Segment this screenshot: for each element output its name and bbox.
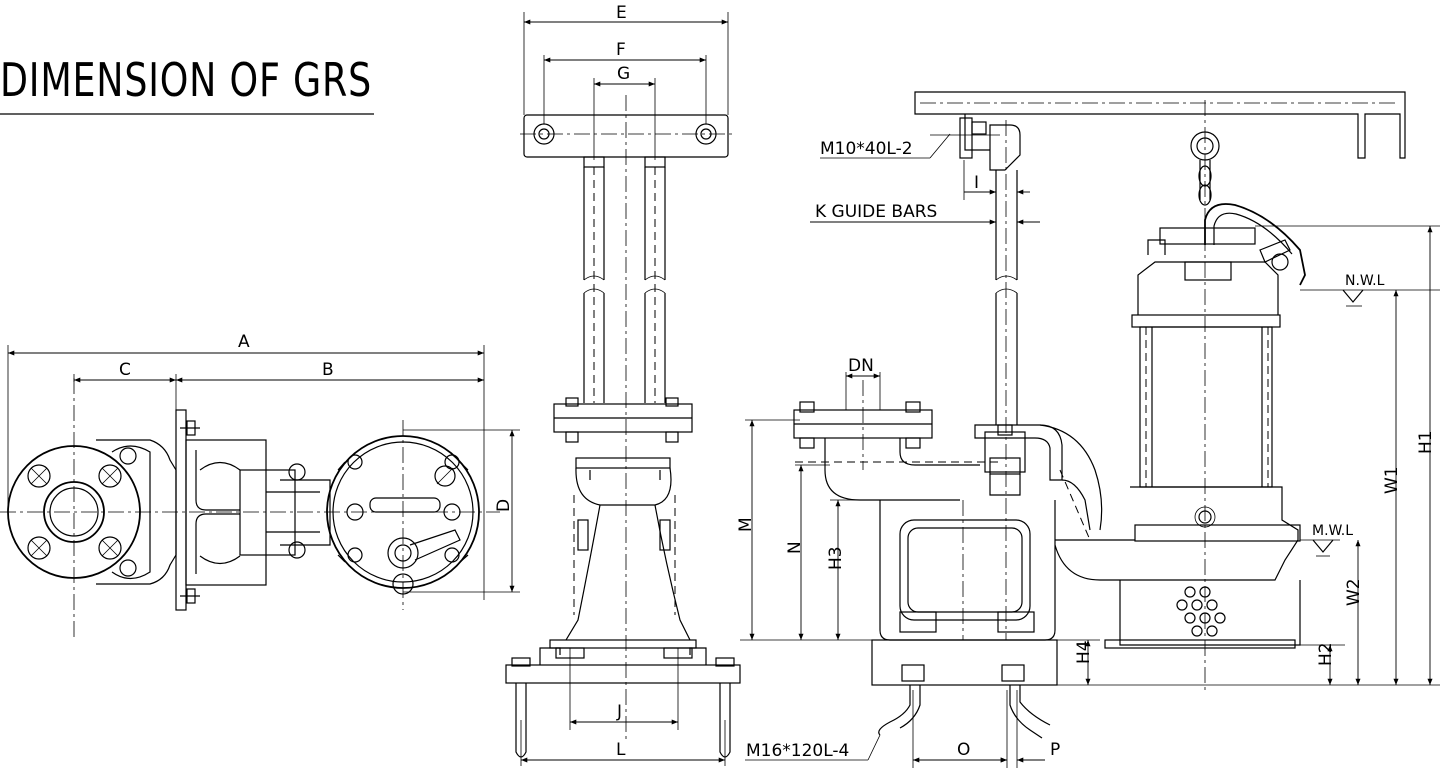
dimension-label-f: F <box>616 40 626 60</box>
dimension-label-h4: H4 <box>1074 640 1094 664</box>
dimension-label-j: J <box>616 702 622 722</box>
dimension-label-h3: H3 <box>826 546 846 570</box>
dimension-label-b: B <box>322 360 334 380</box>
drawing-title: DIMENSION OF GRS <box>0 53 374 115</box>
dimension-label-i: I <box>974 173 979 193</box>
dimension-label-h1: H1 <box>1416 430 1436 454</box>
flange-bolt-holes <box>27 464 122 560</box>
dimension-label-mwl: M.W.L <box>1312 523 1353 539</box>
dimension-label-dn: DN <box>848 356 874 376</box>
dimension-label-p: P <box>1050 740 1060 760</box>
dimension-label-o: O <box>957 740 970 760</box>
pump-body <box>1054 100 1306 690</box>
dimension-label-w2: W2 <box>1344 578 1364 606</box>
dimension-label-c: C <box>119 360 131 380</box>
bracket-bolts <box>180 420 200 604</box>
side-view: E F G J L <box>505 3 741 766</box>
dimension-label-m: M <box>736 517 756 532</box>
dimension-label-d: D <box>494 499 514 512</box>
dimension-label-w1: W1 <box>1382 466 1402 494</box>
front-view: I K GUIDE BARS M10*40L-2 <box>736 91 1440 768</box>
dimension-label-bolt-top: M10*40L-2 <box>820 139 913 159</box>
anchor-bolts-front <box>878 685 1051 739</box>
dimension-label-g: G <box>617 64 630 84</box>
dimension-label-nwl: N.W.L <box>1345 273 1385 289</box>
dimension-label-l: L <box>616 740 626 760</box>
dimension-label-guide-bars: K GUIDE BARS <box>815 202 937 222</box>
dimension-label-h2: H2 <box>1316 642 1336 666</box>
plan-view: A C B D <box>0 332 520 640</box>
dimension-label-anchor-bolt: M16*120L-4 <box>746 741 849 761</box>
dimension-label-n: N <box>785 541 805 554</box>
guide-rails <box>583 167 666 403</box>
dimension-label-a: A <box>238 332 250 352</box>
dimension-label-e: E <box>616 3 627 23</box>
dimension-label-title: DIMENSION OF GRS <box>0 53 372 107</box>
strainer-holes <box>1176 586 1226 637</box>
